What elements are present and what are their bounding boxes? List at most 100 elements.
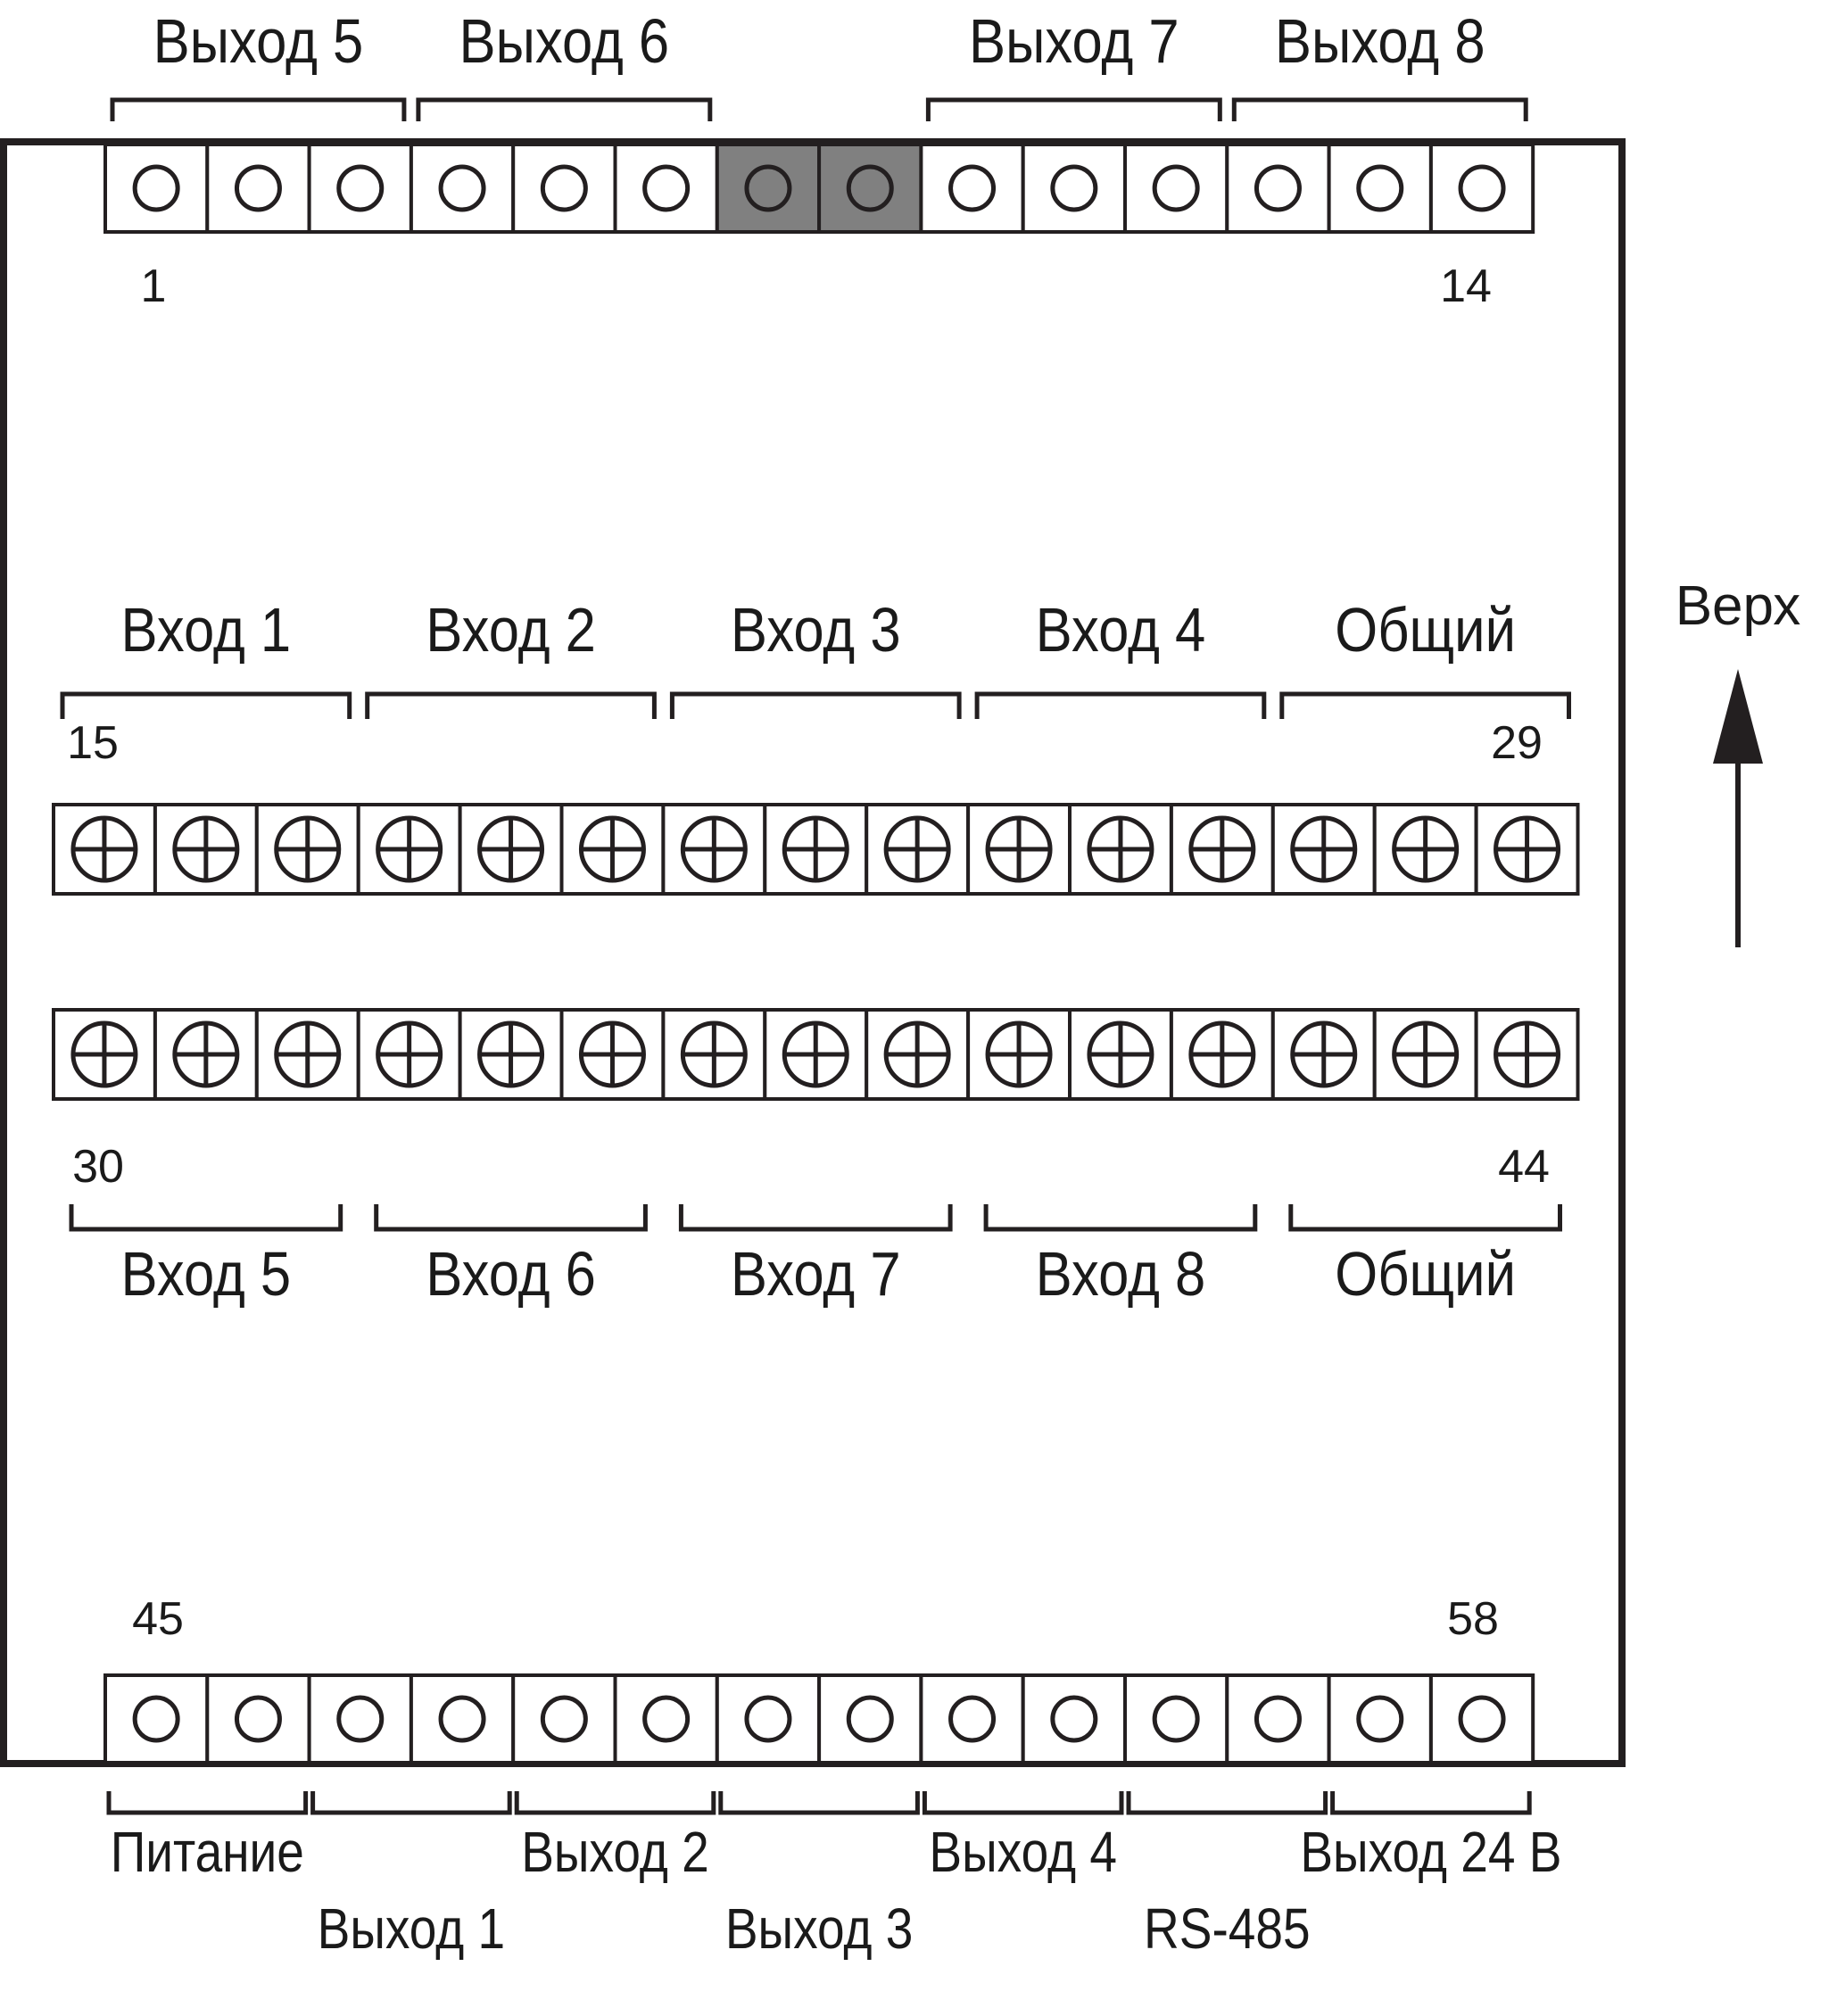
- terminal-number-45: 45: [132, 1593, 184, 1645]
- group-upper-4: Общий: [1279, 594, 1571, 719]
- terminal-51: [715, 1673, 822, 1764]
- up-arrow-icon: [1713, 669, 1763, 947]
- terminal-34: [458, 1008, 564, 1101]
- terminal-41: [1169, 1008, 1275, 1101]
- terminal-2: [205, 143, 311, 234]
- screw-icon: [274, 1020, 342, 1088]
- screw-icon: [985, 815, 1053, 883]
- screw-icon: [1087, 1020, 1154, 1088]
- terminal-49: [511, 1673, 617, 1764]
- group-bottom-4: Выход 4: [922, 1791, 1124, 1884]
- terminal-47: [307, 1673, 413, 1764]
- group-bottom-5: RS-485: [1126, 1791, 1328, 1961]
- screw-icon: [1392, 1020, 1460, 1088]
- device-housing: [0, 138, 1626, 1767]
- screw-icon: [376, 1020, 443, 1088]
- group-label: Выход 1: [318, 1896, 506, 1961]
- terminal-58: [1428, 1673, 1535, 1764]
- terminal-24: [966, 803, 1072, 896]
- terminal-number-1: 1: [141, 260, 167, 312]
- screw-icon: [1188, 1020, 1256, 1088]
- group-label: Вход 3: [731, 594, 901, 665]
- terminal-48: [409, 1673, 516, 1764]
- group-top-2: Выход 7: [925, 5, 1222, 121]
- terminal-29: [1474, 803, 1580, 896]
- group-label: Общий: [1335, 594, 1516, 665]
- group-bottom-1: Выход 1: [310, 1791, 512, 1961]
- screw-icon: [70, 1020, 138, 1088]
- screw-icon: [477, 1020, 545, 1088]
- upper-screw-terminal-strip: [52, 803, 1580, 896]
- terminal-27: [1270, 803, 1377, 896]
- group-label: Вход 6: [426, 1238, 596, 1309]
- terminal-22: [763, 803, 869, 896]
- group-label: Выход 7: [969, 5, 1179, 76]
- terminal-39: [966, 1008, 1072, 1101]
- terminal-14: [1428, 143, 1535, 234]
- terminal-21: [661, 803, 767, 896]
- screw-icon: [578, 1020, 646, 1088]
- terminal-18: [356, 803, 462, 896]
- screw-icon: [1087, 815, 1154, 883]
- terminal-35: [559, 1008, 666, 1101]
- terminal-23: [865, 803, 971, 896]
- screw-icon: [274, 815, 342, 883]
- top-terminal-strip: [103, 143, 1535, 234]
- group-lower-2: Вход 7: [678, 1204, 953, 1309]
- screw-icon: [578, 815, 646, 883]
- group-label: RS-485: [1144, 1896, 1311, 1961]
- terminal-number-58: 58: [1447, 1593, 1499, 1645]
- screw-icon: [376, 815, 443, 883]
- lower-screw-terminal-strip: [52, 1008, 1580, 1101]
- terminal-16: [153, 803, 259, 896]
- group-upper-1: Вход 2: [365, 594, 657, 719]
- terminal-45: [103, 1673, 210, 1764]
- group-upper-0: Вход 1: [60, 594, 352, 719]
- screw-icon: [883, 815, 951, 883]
- terminal-44: [1474, 1008, 1580, 1101]
- terminal-10: [1021, 143, 1127, 234]
- terminal-4: [409, 143, 516, 234]
- screw-icon: [477, 815, 545, 883]
- terminal-number-44: 44: [1498, 1141, 1550, 1193]
- terminal-28: [1372, 803, 1478, 896]
- terminal-17: [254, 803, 360, 896]
- group-top-3: Выход 8: [1231, 5, 1528, 121]
- screw-icon: [680, 815, 748, 883]
- group-bottom-3: Выход 3: [718, 1791, 920, 1961]
- terminal-40: [1068, 1008, 1173, 1101]
- terminal-6: [613, 143, 719, 234]
- group-lower-1: Вход 6: [374, 1204, 648, 1309]
- group-bottom-0: Питание: [106, 1791, 309, 1884]
- terminal-20: [559, 803, 666, 896]
- terminal-26: [1169, 803, 1275, 896]
- group-label: Выход 4: [929, 1820, 1117, 1884]
- screw-icon: [782, 1020, 849, 1088]
- screw-icon: [1494, 815, 1561, 883]
- terminal-12: [1225, 143, 1331, 234]
- screw-icon: [883, 1020, 951, 1088]
- screw-icon: [1392, 815, 1460, 883]
- terminal-43: [1372, 1008, 1478, 1101]
- screw-icon: [172, 815, 240, 883]
- group-label: Выход 8: [1275, 5, 1485, 76]
- terminal-32: [254, 1008, 360, 1101]
- group-lower-4: Общий: [1288, 1204, 1562, 1309]
- screw-icon: [1188, 815, 1256, 883]
- terminal-7: [715, 143, 822, 234]
- terminal-25: [1068, 803, 1173, 896]
- group-upper-3: Вход 4: [974, 594, 1267, 719]
- screw-icon: [680, 1020, 748, 1088]
- screw-icon: [70, 815, 138, 883]
- terminal-46: [205, 1673, 311, 1764]
- group-upper-2: Вход 3: [669, 594, 962, 719]
- group-lower-3: Вход 8: [983, 1204, 1258, 1309]
- group-label: Вход 4: [1036, 594, 1206, 665]
- screw-icon: [172, 1020, 240, 1088]
- terminal-54: [1021, 1673, 1127, 1764]
- group-label: Вход 5: [121, 1238, 292, 1309]
- terminal-50: [613, 1673, 719, 1764]
